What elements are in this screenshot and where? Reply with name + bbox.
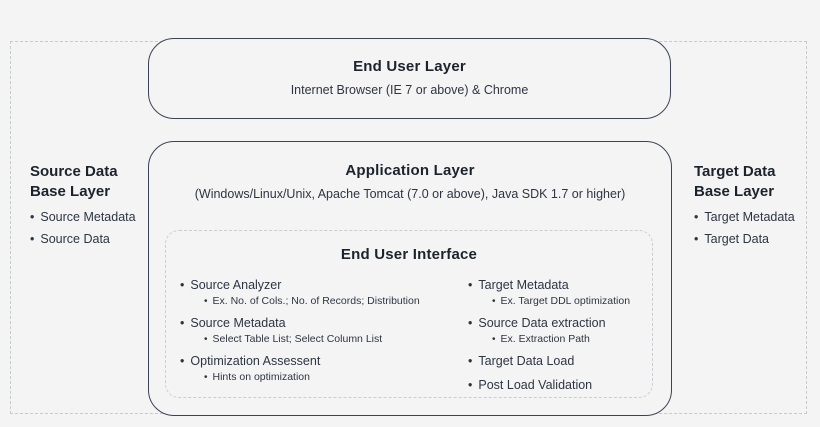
list-item: Target Metadata Ex. Target DDL optimizat… <box>468 278 638 307</box>
end-user-interface-title: End User Interface <box>340 246 478 263</box>
end-user-layer-box: End User Layer Internet Browser (IE 7 or… <box>148 38 671 119</box>
list-item-label: Optimization Assessent <box>180 354 468 368</box>
list-item-label: Target Metadata <box>468 278 638 292</box>
end-user-layer-subtitle: Internet Browser (IE 7 or above) & Chrom… <box>290 83 529 97</box>
application-layer-title: Application Layer <box>345 162 475 179</box>
list-item-label: Post Load Validation <box>468 378 638 392</box>
end-user-interface-columns: Source Analyzer Ex. No. of Cols.; No. of… <box>166 263 652 392</box>
list-item: Source Analyzer Ex. No. of Cols.; No. of… <box>180 278 468 307</box>
list-item: Target Metadata <box>694 210 799 224</box>
list-item: Target Data <box>694 232 799 246</box>
list-item: Source Metadata Select Table List; Selec… <box>180 316 468 345</box>
list-item-label: Source Data extraction <box>468 316 638 330</box>
list-item: Source Metadata <box>30 210 135 224</box>
application-layer-subtitle: (Windows/Linux/Unix, Apache Tomcat (7.0 … <box>194 187 626 201</box>
end-user-layer-title: End User Layer <box>353 58 466 75</box>
list-subitem: Select Table List; Select Column List <box>204 333 468 345</box>
application-layer-box: Application Layer (Windows/Linux/Unix, A… <box>148 141 672 416</box>
list-item: Optimization Assessent Hints on optimiza… <box>180 354 468 383</box>
list-subitem: Hints on optimization <box>204 371 468 383</box>
end-user-interface-box: End User Interface Source Analyzer Ex. N… <box>165 230 653 398</box>
list-subitem: Ex. Extraction Path <box>492 333 638 345</box>
target-layer-title: Target Data Base Layer <box>694 163 776 200</box>
source-database-layer: Source Data Base Layer Source Metadata S… <box>30 162 136 246</box>
source-layer-title: Source Data Base Layer <box>30 163 118 200</box>
target-database-layer: Target Data Base Layer Target Metadata T… <box>694 162 799 246</box>
eui-left-column: Source Analyzer Ex. No. of Cols.; No. of… <box>180 272 468 392</box>
list-subitem: Ex. Target DDL optimization <box>492 295 638 307</box>
list-subitem: Ex. No. of Cols.; No. of Records; Distri… <box>204 295 468 307</box>
list-item-label: Target Data Load <box>468 354 638 368</box>
list-item: Source Data extraction Ex. Extraction Pa… <box>468 316 638 345</box>
list-item-label: Source Analyzer <box>180 278 468 292</box>
list-item: Source Data <box>30 232 136 246</box>
list-item: Post Load Validation <box>468 378 638 392</box>
eui-right-column: Target Metadata Ex. Target DDL optimizat… <box>468 272 638 392</box>
list-item: Target Data Load <box>468 354 638 368</box>
list-item-label: Source Metadata <box>180 316 468 330</box>
